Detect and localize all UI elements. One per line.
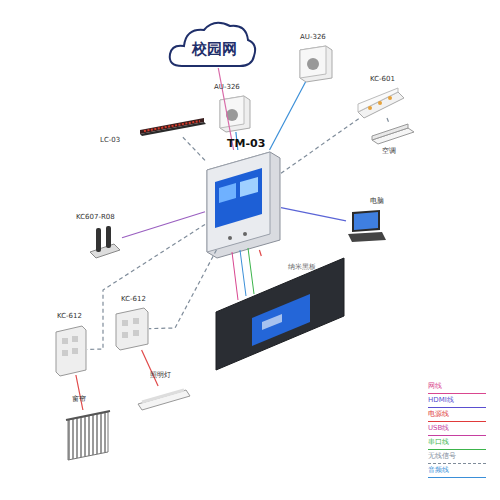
cable-link — [142, 350, 159, 386]
light-node: 照明灯 — [136, 386, 192, 412]
board-node: 纳米黑板 — [214, 256, 346, 370]
legend-text: 电源线 — [428, 411, 449, 419]
control-terminal — [207, 152, 280, 258]
speaker-node: AU-326 — [298, 46, 332, 82]
aircon-node: 空调 — [370, 122, 416, 144]
legend-sample — [428, 449, 486, 450]
cable — [240, 250, 246, 296]
cable — [232, 252, 238, 300]
curtain-node: 窗帘 — [64, 410, 112, 462]
air-conditioner — [372, 124, 414, 144]
led-display-node: LC-03 — [140, 117, 206, 137]
legend-sample — [428, 421, 486, 422]
device-label: KC-601 — [370, 76, 395, 84]
device-label: TM-03 — [227, 138, 265, 150]
switch-panel-node: KC-612 — [55, 325, 87, 375]
device-label: KC-612 — [57, 313, 82, 321]
legend-text: USB线 — [428, 425, 449, 433]
legend-text: 音频线 — [428, 467, 449, 475]
legend-sample — [428, 407, 486, 408]
ir-module-node: KC-601 — [356, 88, 406, 118]
wireless-link — [387, 118, 389, 122]
led-display — [140, 118, 206, 136]
ir-module — [358, 88, 404, 118]
cable-link — [76, 375, 83, 410]
curtain-blinds — [66, 411, 110, 460]
cable-link — [281, 208, 346, 221]
device-label: LC-03 — [100, 137, 120, 145]
switch-panel-node: KC-612 — [115, 308, 149, 350]
device-label: 窗帘 — [72, 396, 86, 404]
legend-text: 无线信号 — [428, 453, 456, 461]
cable — [248, 248, 254, 294]
device-label: 照明灯 — [150, 372, 171, 380]
legend-text: 串口线 — [428, 439, 449, 447]
ceiling-light — [138, 390, 190, 410]
wireless-receiver — [90, 226, 120, 258]
device-label: KC607-R08 — [76, 214, 115, 222]
device-label: AU-326 — [300, 34, 326, 42]
device-label: 校园网 — [192, 41, 237, 58]
device-label: KC-612 — [121, 296, 146, 304]
cloud-node: 校园网 — [172, 22, 256, 68]
cable-link — [259, 250, 261, 256]
receiver-node: KC607-R08 — [88, 226, 122, 260]
switch-panel — [56, 326, 86, 376]
legend-sample — [428, 435, 486, 436]
device-label: AU-326 — [214, 84, 240, 92]
wireless-link — [183, 137, 205, 160]
terminal-node: TM-03 — [205, 150, 281, 250]
wireless-link — [281, 118, 360, 173]
cable-link — [122, 212, 205, 238]
wireless-link — [87, 224, 205, 349]
speaker — [300, 46, 332, 82]
cable-link — [270, 82, 306, 150]
device-label: 纳米黑板 — [288, 264, 316, 272]
device-label: 电脑 — [370, 198, 384, 206]
device-label: 空调 — [382, 148, 396, 156]
cloud-shape — [170, 23, 255, 66]
speaker-node: AU-326 — [218, 96, 250, 132]
legend-sample — [428, 477, 486, 478]
wireless-link — [149, 250, 216, 329]
legend-sample — [428, 463, 486, 464]
legend-text: HDMI线 — [428, 397, 454, 405]
legend-sample — [428, 393, 486, 394]
legend-text: 网线 — [428, 383, 442, 391]
laptop — [348, 210, 386, 242]
laptop-node: 电脑 — [346, 208, 388, 242]
switch-panel — [116, 308, 148, 350]
